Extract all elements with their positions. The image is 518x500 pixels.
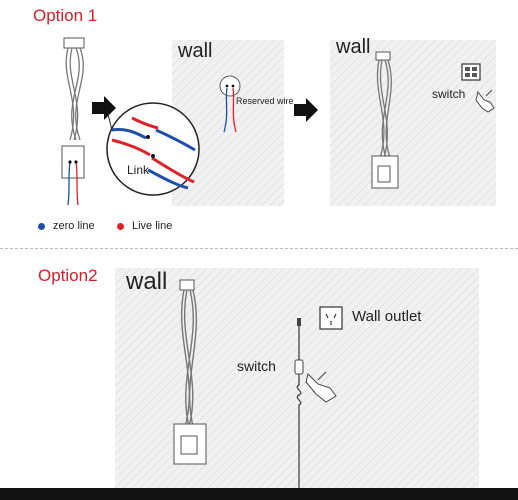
option2-title: Option2 — [38, 266, 98, 285]
reserved-wire-label: Reserved wire — [236, 96, 294, 106]
arrow-right-icon — [92, 96, 116, 120]
link-label: Link — [127, 163, 150, 177]
live-line-dot — [117, 223, 124, 230]
wall-lamp-2 — [371, 51, 399, 189]
switch-panel-icon — [461, 63, 481, 81]
reserved-wire-box — [219, 75, 241, 133]
switch-label-2: switch — [237, 358, 276, 374]
option1-title: Option 1 — [33, 6, 98, 25]
plug-cord — [294, 318, 304, 488]
hand-pointer-icon — [475, 89, 495, 113]
hand-pointer-icon — [305, 371, 337, 403]
wall-lamp-1 — [61, 37, 85, 206]
live-line-label: Live line — [132, 220, 173, 232]
wall-lamp-3 — [173, 279, 207, 465]
wall-label-c: wall — [126, 268, 168, 295]
wall-label-b: wall — [336, 36, 371, 58]
wall-outlet-label: Wall outlet — [352, 308, 422, 325]
section-divider — [0, 248, 518, 249]
zero-line-dot — [38, 223, 45, 230]
arrow-right-icon — [294, 98, 318, 122]
wall-label-a: wall — [178, 40, 213, 62]
bottom-bar — [0, 488, 518, 500]
link-zoom-circle — [105, 102, 200, 196]
switch-label-1: switch — [432, 87, 466, 101]
wall-outlet-icon — [319, 306, 343, 330]
wall-panel-c — [115, 268, 479, 488]
zero-line-label: zero line — [53, 220, 95, 232]
